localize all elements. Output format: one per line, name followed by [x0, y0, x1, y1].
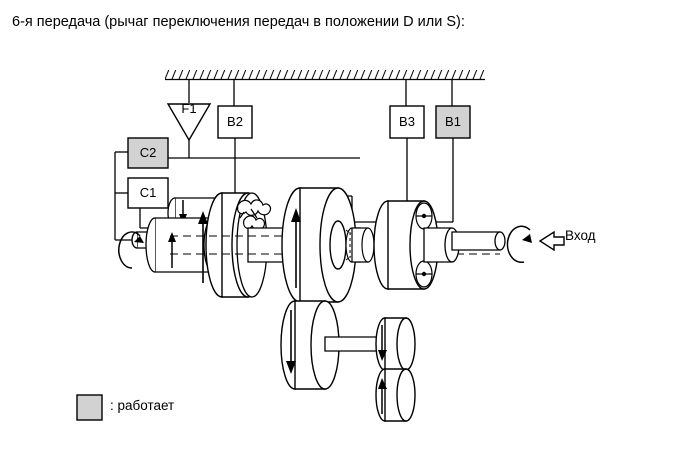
- label-B1: B1: [445, 114, 461, 129]
- counter-drive-arrow: [286, 310, 296, 374]
- clutch-drum-arrow: [198, 211, 208, 283]
- element-B2[interactable]: [217, 105, 253, 139]
- counter-drive-gear: [280, 300, 340, 390]
- ring-gear-arrow: [291, 208, 301, 288]
- element-C2[interactable]: [127, 137, 169, 169]
- counter-driven-arrow: [378, 325, 387, 361]
- input-shaft: [423, 227, 506, 263]
- counter-driven-gear: [375, 317, 416, 371]
- label-B3: B3: [399, 114, 415, 129]
- input-rotation-arrow: [506, 225, 532, 264]
- output-rotation-arrow: [118, 231, 144, 269]
- page-title: 6-я передача (рычаг переключения передач…: [12, 14, 465, 30]
- element-C1[interactable]: [127, 177, 169, 209]
- counter-shaft: [324, 336, 383, 352]
- mid-coupling-marks: [345, 229, 352, 261]
- legend-label: : работает: [110, 398, 175, 413]
- left-drum-lower-arrow: [168, 232, 176, 268]
- input-hollow-arrow[interactable]: [538, 230, 565, 252]
- ground-hatching: [165, 70, 485, 81]
- label-C1: C1: [139, 185, 157, 200]
- input-label: Вход: [565, 228, 596, 243]
- legend-swatch: [76, 394, 103, 421]
- ground-stems: [188, 79, 453, 106]
- element-F1[interactable]: [166, 103, 212, 142]
- final-drive-arrow: [378, 378, 387, 414]
- label-C2: C2: [139, 145, 157, 160]
- ring-gear-drum: [281, 187, 357, 303]
- label-B2: B2: [227, 114, 243, 129]
- final-drive-gear: [375, 368, 416, 422]
- label-F1: F1: [181, 101, 197, 116]
- right-planet-gears: [415, 202, 433, 288]
- mid-coupling: [345, 227, 375, 263]
